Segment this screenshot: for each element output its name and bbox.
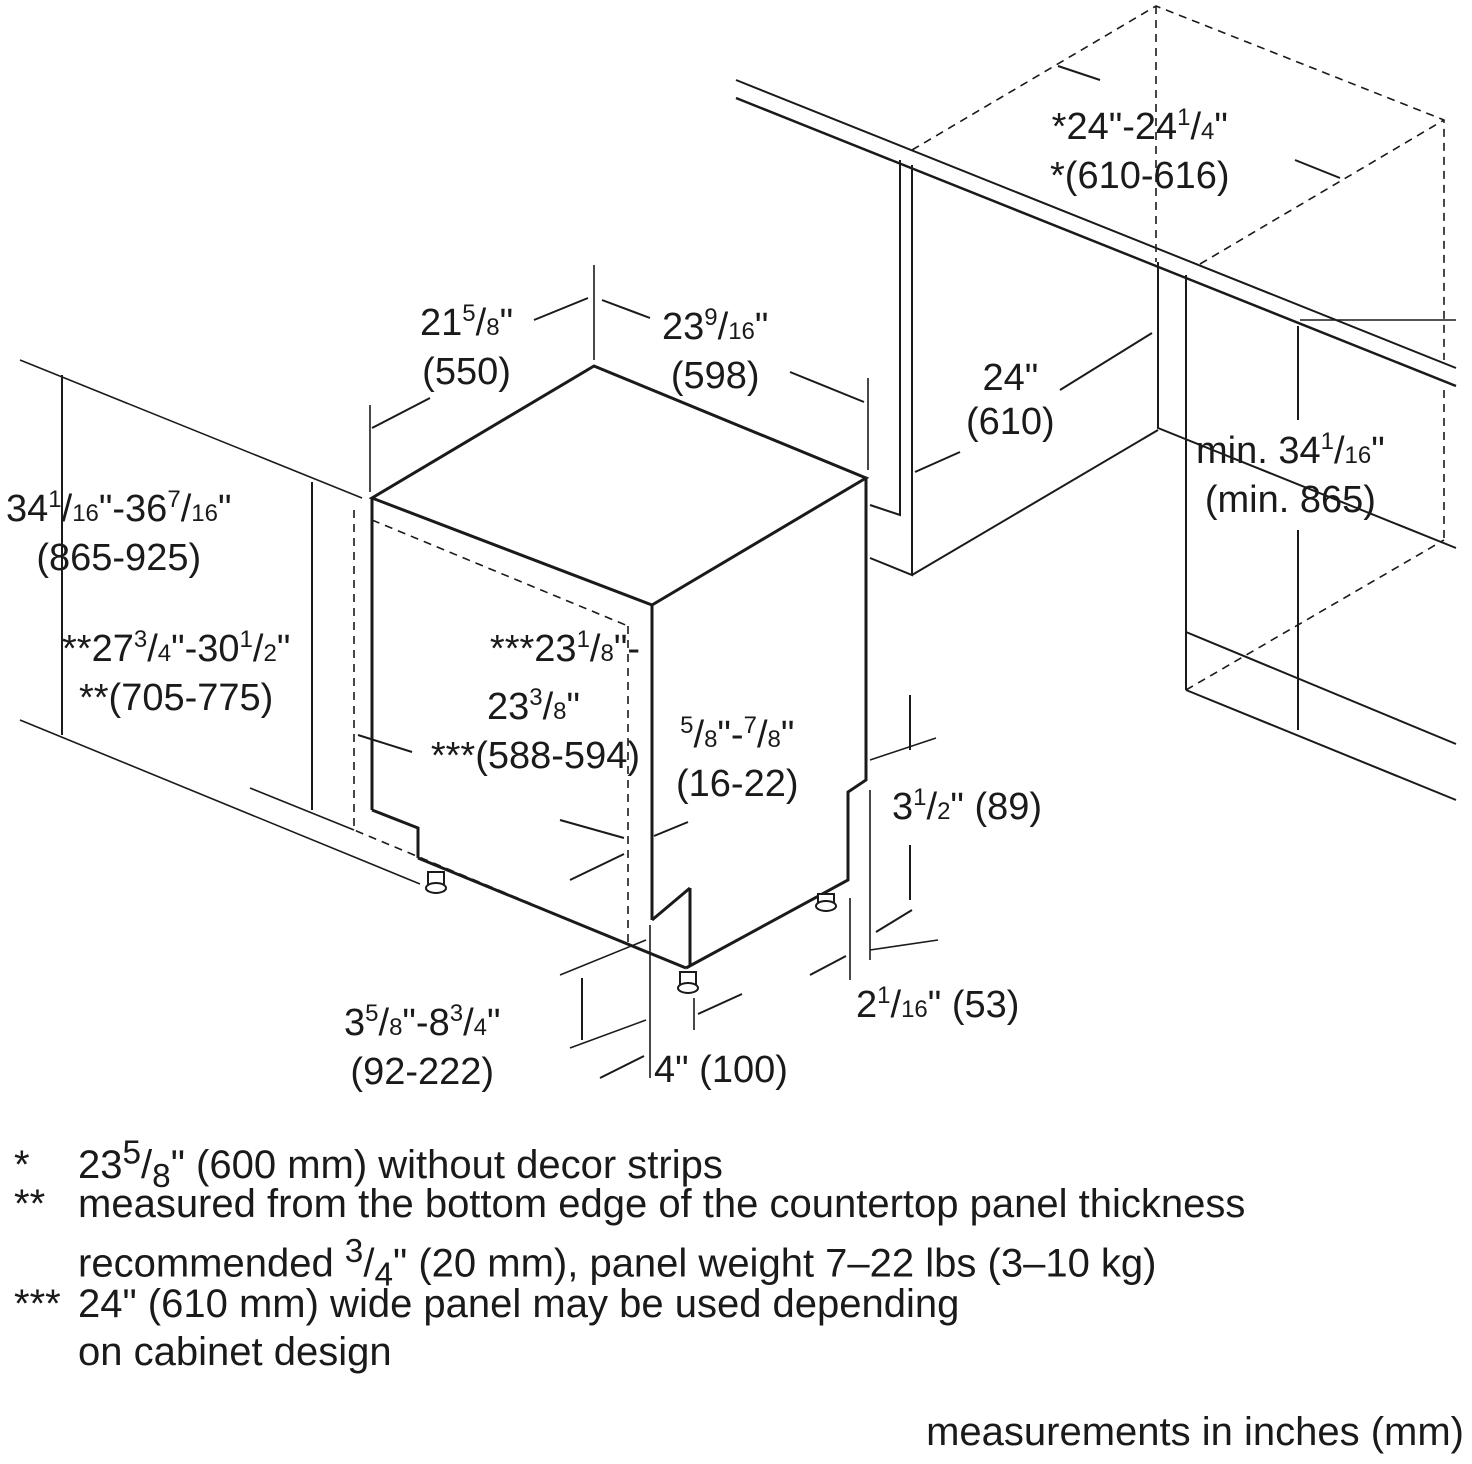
units-note: measurements in inches (mm) — [926, 1410, 1464, 1454]
niche-depth-label: 24" (610) — [966, 357, 1055, 443]
kick-depth-label: 21/16" (53) — [856, 982, 1020, 1026]
panel-thickness-label: 5/8"-7/8" (16-22) — [676, 712, 799, 805]
door-panel-dashed — [353, 510, 629, 945]
footnote-1: *235/8" (600 mm) without decor strips — [14, 1135, 723, 1196]
panel-height-label: **273/4"-301/2" **(705-775) — [62, 626, 291, 719]
cabinet-width-label: *24"-241/4" *(610-616) — [1050, 104, 1230, 197]
min-height-label: min. 341/16" (min. 865) — [1196, 428, 1385, 521]
footnote-3-continued: on cabinet design — [78, 1330, 392, 1374]
kick-height-label: 31/2" (89) — [892, 784, 1043, 828]
footnote-mark: ** — [14, 1182, 46, 1226]
cabinet-niche-dashed — [911, 5, 1445, 691]
depth-label: 215/8" (550) — [420, 300, 514, 393]
width-label: 239/16" (598) — [662, 304, 769, 397]
footnote-2-continued: recommended 3/4" (20 mm), panel weight 7… — [78, 1233, 1157, 1294]
footnote-mark: *** — [14, 1282, 61, 1326]
footnote-2: **measured from the bottom edge of the c… — [14, 1182, 1246, 1226]
foot-setback-label: 4" (100) — [654, 1049, 788, 1091]
dimension-arrows — [61, 65, 1341, 1079]
feet — [425, 871, 837, 994]
base-gap-label: 35/8"-83/4" (92-222) — [344, 1000, 501, 1093]
footnote-mark: * — [14, 1143, 30, 1188]
extension-lines — [19, 265, 1456, 1078]
panel-width-label: ***231/8"- 233/8" ***(588-594) — [430, 626, 640, 777]
total-height-label: 341/16"-367/16" (865-925) — [6, 486, 232, 579]
dishwasher-installation-drawing — [19, 5, 1457, 1079]
footnote-3: ***24" (610 mm) wide panel may be used d… — [14, 1282, 960, 1326]
